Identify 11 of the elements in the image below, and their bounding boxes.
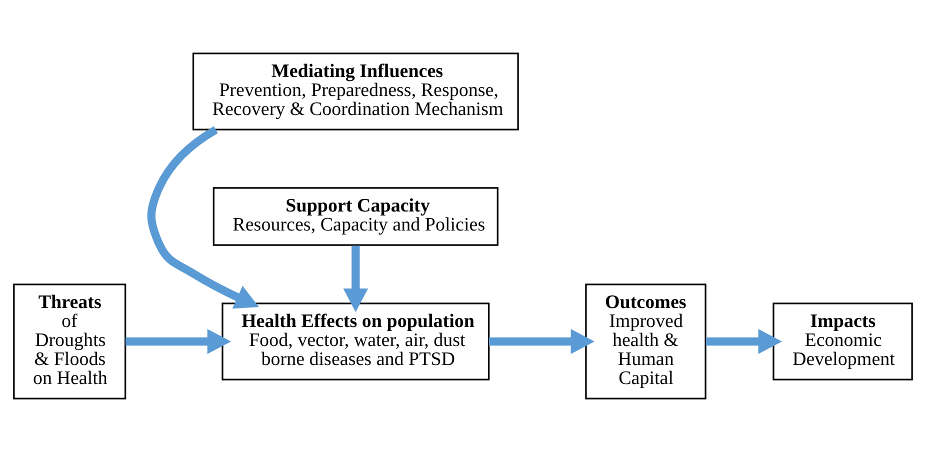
node-box: Support Capacity Resources, Capacity and Policies — [212, 187, 498, 246]
arrow — [343, 246, 368, 312]
node-box: Threats of Droughts & Floods on Health — [13, 284, 126, 400]
arrow — [706, 329, 782, 354]
arrow — [147, 126, 260, 309]
node-box: Mediating Influences Prevention, Preparedness, Response, Recovery & Coordination Mechanism — [192, 52, 519, 130]
arrow — [126, 329, 232, 354]
node-box: Outcomes Improved health & Human Capital — [585, 284, 706, 400]
node-box: Health Effects on population Food, vector, water, air, dust borne diseases and PTSD — [222, 302, 490, 380]
arrow — [488, 329, 595, 354]
node-box: Impacts Economic Development — [772, 302, 913, 380]
